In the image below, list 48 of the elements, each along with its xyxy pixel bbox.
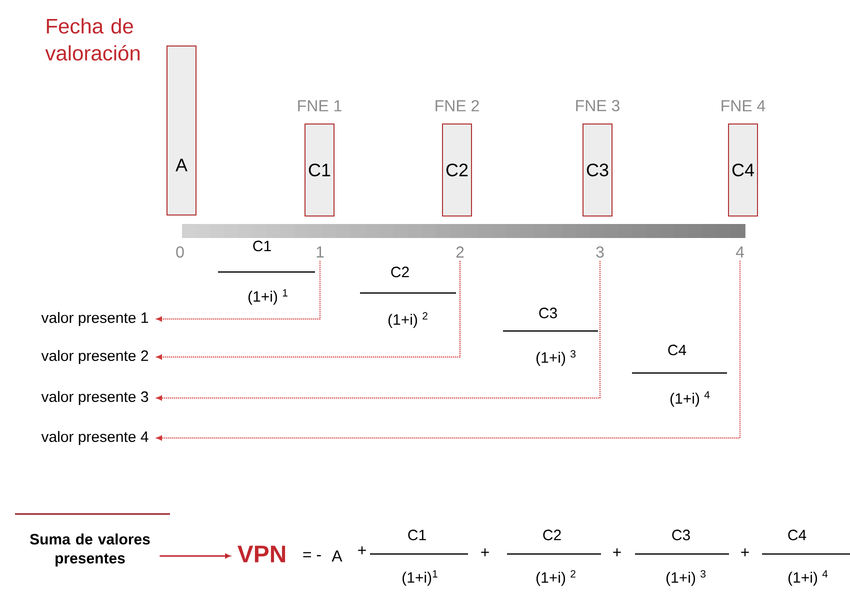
formula-term: +	[613, 548, 621, 556]
formula-term: A	[332, 550, 342, 562]
numerator: C4	[668, 344, 686, 356]
box-caption: FNE 1	[298, 100, 342, 112]
numerator: C3	[672, 530, 690, 540]
denominator: (1+i)$^{1}$	[402, 570, 438, 586]
numerator: C3	[539, 308, 557, 318]
amount-box: C4	[728, 124, 758, 216]
amount-box: C2	[442, 124, 472, 216]
denominator: (1+i) $^{1}$	[248, 289, 288, 305]
amount-box: C1	[304, 124, 334, 216]
denominator: (1+i) $^{2}$	[536, 570, 576, 586]
arrow	[156, 260, 740, 441]
amount-box: A	[166, 46, 196, 216]
formula-term: +	[358, 546, 366, 554]
formula-term: +	[741, 548, 749, 556]
present-value-label: valor presente 3	[41, 391, 148, 405]
numerator: C1	[253, 240, 271, 252]
title-label: Fecha de valoración	[45, 18, 140, 61]
denominator: (1+i) $^{3}$	[536, 350, 576, 366]
tick-label: 1	[316, 246, 324, 258]
tick-label: 4	[736, 246, 744, 258]
numerator: C4	[788, 530, 806, 540]
tick-label: 2	[456, 246, 464, 258]
denominator: (1+i) $^{2}$	[388, 312, 428, 328]
formula-term: +	[481, 548, 489, 556]
present-value-label: valor presente 2	[41, 350, 148, 364]
amount-box: C3	[582, 124, 612, 216]
present-value-label: valor presente 4	[41, 431, 148, 445]
sum-label: Suma de valores presentes	[30, 534, 150, 566]
tick-label: 0	[176, 246, 184, 258]
formula-term: = -	[303, 552, 321, 558]
tick-label: 3	[596, 246, 604, 258]
result-label: VPN	[238, 546, 286, 562]
denominator: (1+i) $^{4}$	[670, 391, 710, 407]
arrow	[160, 554, 230, 558]
denominator: (1+i) $^{3}$	[666, 570, 706, 586]
denominator: (1+i) $^{4}$	[788, 570, 828, 586]
arrow	[156, 260, 600, 401]
arrow	[156, 260, 320, 322]
numerator: C1	[408, 530, 426, 540]
arrow	[156, 260, 460, 360]
box-caption: FNE 3	[576, 100, 620, 112]
box-caption: FNE 4	[722, 100, 766, 112]
numerator: C2	[391, 266, 409, 278]
present-value-label: valor presente 1	[41, 312, 148, 326]
numerator: C2	[543, 530, 561, 540]
box-caption: FNE 2	[436, 100, 479, 112]
